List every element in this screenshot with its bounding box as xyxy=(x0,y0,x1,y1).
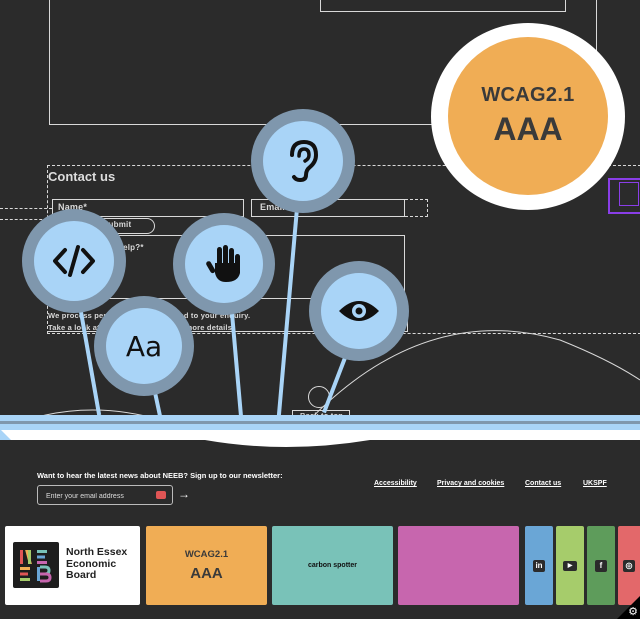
wire-privacy-box xyxy=(47,316,408,332)
code-icon xyxy=(53,245,95,277)
carbon-spotter-card[interactable]: carbon spotter xyxy=(272,526,393,605)
wcag-badge: WCAG2.1 AAA xyxy=(431,23,625,210)
neeb-card[interactable]: North Essex Economic Board xyxy=(5,526,140,605)
code-bubble xyxy=(22,209,126,313)
hand-bubble xyxy=(173,213,275,315)
hero-illustration: Contact us Name* Email* Submit help?* We… xyxy=(0,0,640,440)
youtube-link[interactable]: ▶ xyxy=(556,526,584,605)
password-manager-icon[interactable] xyxy=(156,491,166,499)
eye-bubble xyxy=(309,261,409,361)
contact-title: Contact us xyxy=(48,169,116,184)
wcag-badge-inner: WCAG2.1 AAA xyxy=(448,37,608,195)
wcag-card-line2: AAA xyxy=(190,565,223,582)
email-label: Email* xyxy=(260,202,289,212)
newsletter-submit-arrow-icon[interactable]: → xyxy=(178,487,190,501)
footer-link-ukspf[interactable]: UKSPF xyxy=(583,480,607,487)
help-label: help?* xyxy=(118,243,144,252)
wire-name-field xyxy=(52,199,244,217)
footer-link-contact[interactable]: Contact us xyxy=(525,480,562,487)
wcag-card-line1: WCAG2.1 xyxy=(184,549,229,560)
wire-dash-box xyxy=(405,199,428,217)
newsletter-email-input[interactable] xyxy=(44,488,154,504)
wire-box-header xyxy=(320,0,566,12)
eye-icon xyxy=(339,301,379,321)
wcag-badge-line2: AAA xyxy=(493,111,563,147)
ear-icon xyxy=(290,139,319,183)
submit-label: Submit xyxy=(103,220,132,229)
facebook-icon: f xyxy=(595,559,607,572)
neeb-logo-mark xyxy=(20,550,52,583)
gear-icon: ⚙ xyxy=(628,606,638,618)
footer-wave xyxy=(205,440,370,447)
font-bubble: Aa xyxy=(94,296,194,396)
linkedin-icon: in xyxy=(533,559,545,572)
hand-icon xyxy=(206,245,240,282)
newsletter-email-field[interactable] xyxy=(37,485,173,505)
facebook-link[interactable]: f xyxy=(587,526,615,605)
ear-bubble xyxy=(251,109,355,213)
linkedin-link[interactable]: in xyxy=(525,526,553,605)
wcag-card[interactable]: WCAG2.1 AAA xyxy=(146,526,267,605)
neeb-name: North Essex Economic Board xyxy=(66,546,128,581)
wire-purple-box xyxy=(608,178,640,214)
neeb-logo xyxy=(13,542,59,588)
wire-dash-left xyxy=(0,208,52,209)
footer-link-accessibility[interactable]: Accessibility xyxy=(374,480,417,487)
ground-strip xyxy=(0,415,640,440)
wcag-badge-line1: WCAG2.1 xyxy=(481,84,575,106)
newsletter-prompt: Want to hear the latest news about NEEB?… xyxy=(37,471,283,480)
instagram-link[interactable]: ◎ xyxy=(618,526,640,605)
font-size-icon: Aa xyxy=(125,329,163,363)
pink-card[interactable] xyxy=(398,526,519,605)
wire-purple-inner xyxy=(619,182,639,206)
footer-link-privacy[interactable]: Privacy and cookies xyxy=(437,480,505,487)
youtube-icon: ▶ xyxy=(563,560,577,571)
instagram-icon: ◎ xyxy=(623,559,635,572)
carbon-spotter-label: carbon spotter xyxy=(307,562,357,569)
wire-dash-left2 xyxy=(0,219,52,220)
name-label: Name* xyxy=(58,202,88,212)
